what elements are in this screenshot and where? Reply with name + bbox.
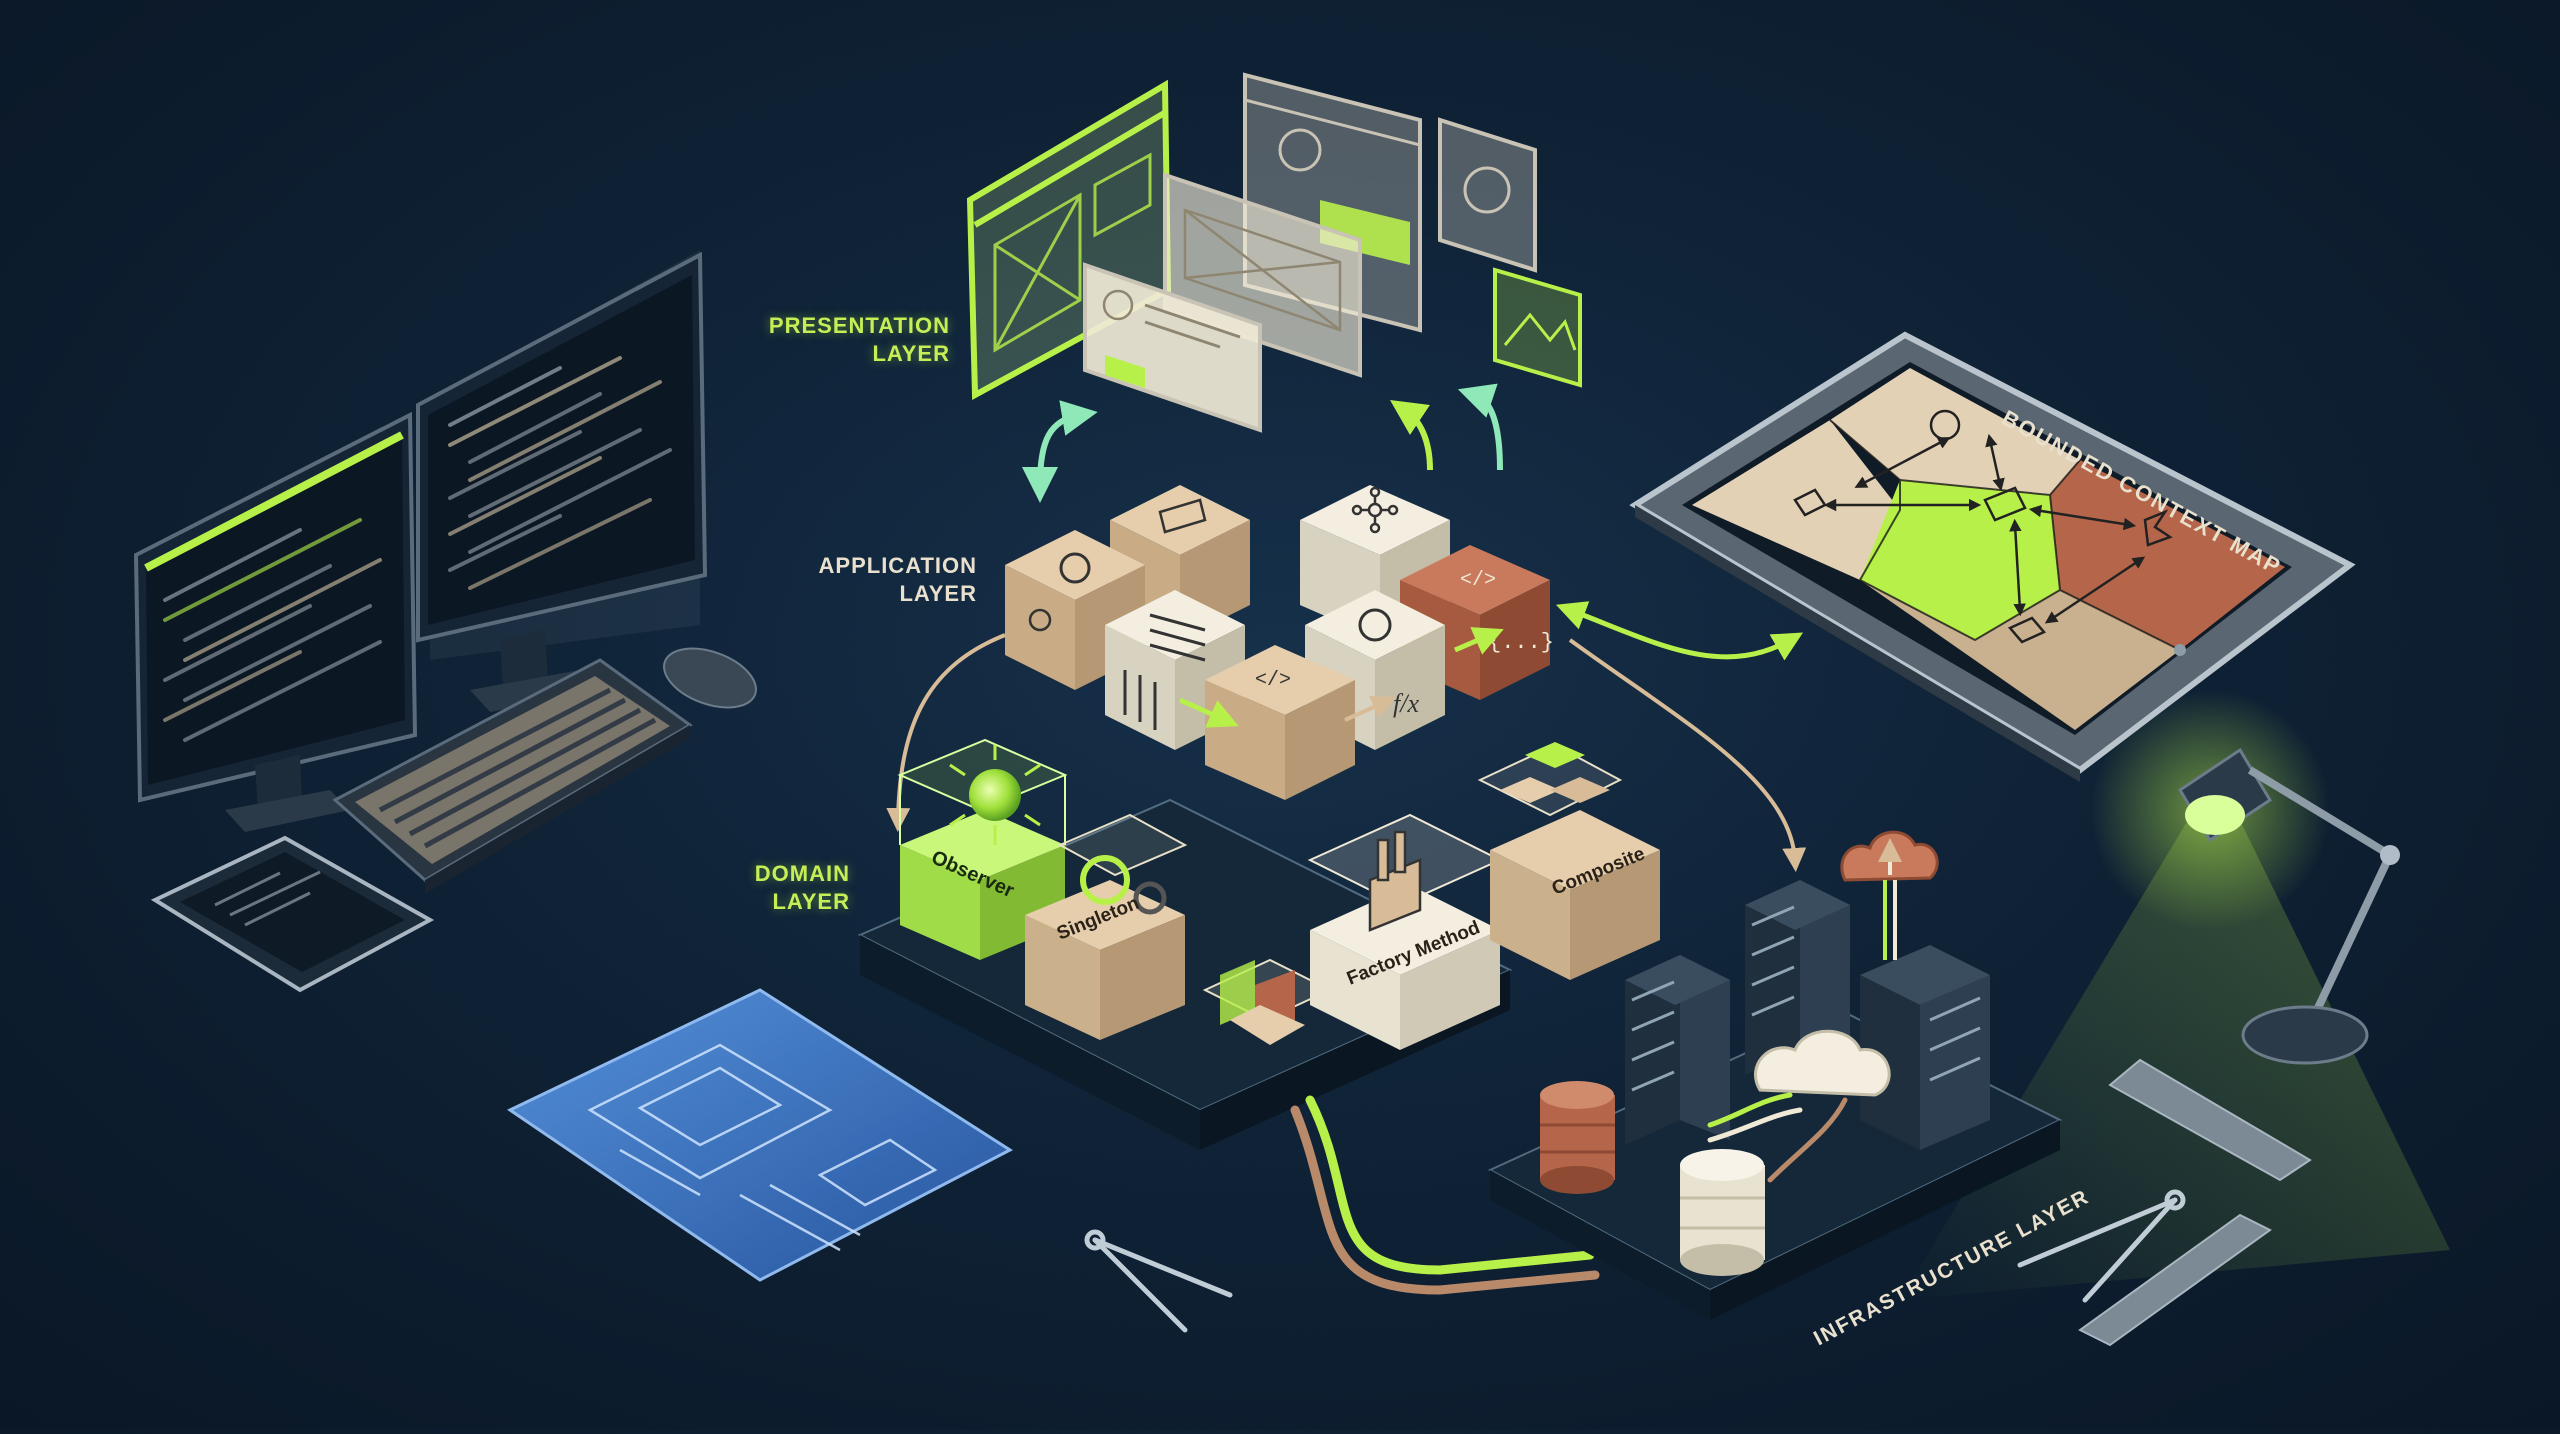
window-icon xyxy=(1158,498,1207,534)
gear-small-icon xyxy=(1028,608,1052,632)
hourglass-icon xyxy=(2143,509,2173,547)
ui-profile-card xyxy=(1438,117,1537,273)
pattern-block-factory-method: Factory Method xyxy=(1307,813,1503,1050)
sliders-icon xyxy=(1123,670,1157,730)
observer-orb-icon xyxy=(969,769,1021,821)
user-avatar-icon xyxy=(1278,128,1322,172)
server-rack-icon xyxy=(1149,613,1206,662)
presentation-layer-label: PRESENTATION LAYER xyxy=(700,312,950,367)
database-cream-icon xyxy=(1680,1149,1765,1276)
domain-layer: Observer Singleton xyxy=(897,738,1660,1050)
database-terracotta-icon xyxy=(1540,1081,1615,1194)
application-label-line1: APPLICATION xyxy=(818,553,977,578)
presentation-layer xyxy=(966,72,1582,503)
application-layer: </> {...} f/x xyxy=(1005,485,1554,800)
domain-label-line2: LAYER xyxy=(772,888,850,914)
cloud-upload-icon xyxy=(1840,830,1939,960)
application-layer-label: APPLICATION LAYER xyxy=(727,552,977,607)
presentation-label-line2: LAYER xyxy=(872,340,950,366)
gear-dark-icon xyxy=(1133,881,1167,915)
function-icon: f/x xyxy=(1393,689,1419,718)
app-cube-settings xyxy=(1005,530,1145,690)
ruler-top xyxy=(2108,1058,2312,1182)
app-cube-sliders xyxy=(1105,590,1245,750)
cloud-icon xyxy=(1753,1029,1891,1097)
app-to-context-map-arrow xyxy=(1555,601,1804,661)
desk-lamp xyxy=(1900,690,2450,1300)
app-cube-code: </> xyxy=(1205,645,1355,800)
gear-icon xyxy=(1059,552,1091,584)
factory-icon xyxy=(1368,830,1422,932)
braces-icon: {...} xyxy=(1488,630,1554,655)
network-icon xyxy=(1351,486,1399,534)
data-cables xyxy=(1290,1095,1600,1295)
bounded-context-tablet xyxy=(1629,331,2356,782)
user-icon xyxy=(1102,289,1134,321)
observer-rays-icon xyxy=(949,745,1041,845)
blueprint-sheet xyxy=(507,988,1013,1282)
gear-icon xyxy=(1358,608,1392,642)
pattern-block-small xyxy=(1202,958,1333,1045)
monitor-back xyxy=(416,250,708,712)
drafting-compass-left xyxy=(1084,1229,1233,1333)
server-rack-center xyxy=(1745,880,1850,1075)
gear-green-icon xyxy=(1080,855,1130,905)
code-icon: </> xyxy=(1255,669,1291,692)
mouse xyxy=(663,647,757,709)
ruler-bottom xyxy=(2078,1213,2272,1347)
ui-form-card xyxy=(1083,262,1262,433)
server-rack-right xyxy=(1860,945,1990,1150)
domain-layer-label: DOMAIN LAYER xyxy=(600,860,850,915)
pattern-block-observer: Observer xyxy=(897,738,1068,960)
keyboard xyxy=(332,658,693,894)
server-rack-left xyxy=(1625,955,1730,1145)
drafting-compass-right xyxy=(2017,1189,2186,1303)
pattern-block-singleton: Singleton xyxy=(1025,813,1188,1040)
image-icon xyxy=(1503,312,1577,351)
application-label-line2: LAYER xyxy=(899,580,977,606)
tablet-small xyxy=(150,835,435,993)
ui-image-card xyxy=(1493,267,1582,388)
file-icon xyxy=(2007,616,2047,644)
app-to-infrastructure-arrow xyxy=(1568,638,1807,872)
code-icon: </> xyxy=(1460,569,1496,592)
presentation-label-line1: PRESENTATION xyxy=(768,313,950,338)
pattern-block-composite: Composite xyxy=(1477,742,1660,980)
monitor-front xyxy=(133,411,418,832)
infrastructure-layer xyxy=(1540,830,1990,1276)
folder-icon xyxy=(1983,486,2027,522)
profile-icon xyxy=(1463,166,1511,214)
domain-label-line1: DOMAIN xyxy=(754,861,850,886)
